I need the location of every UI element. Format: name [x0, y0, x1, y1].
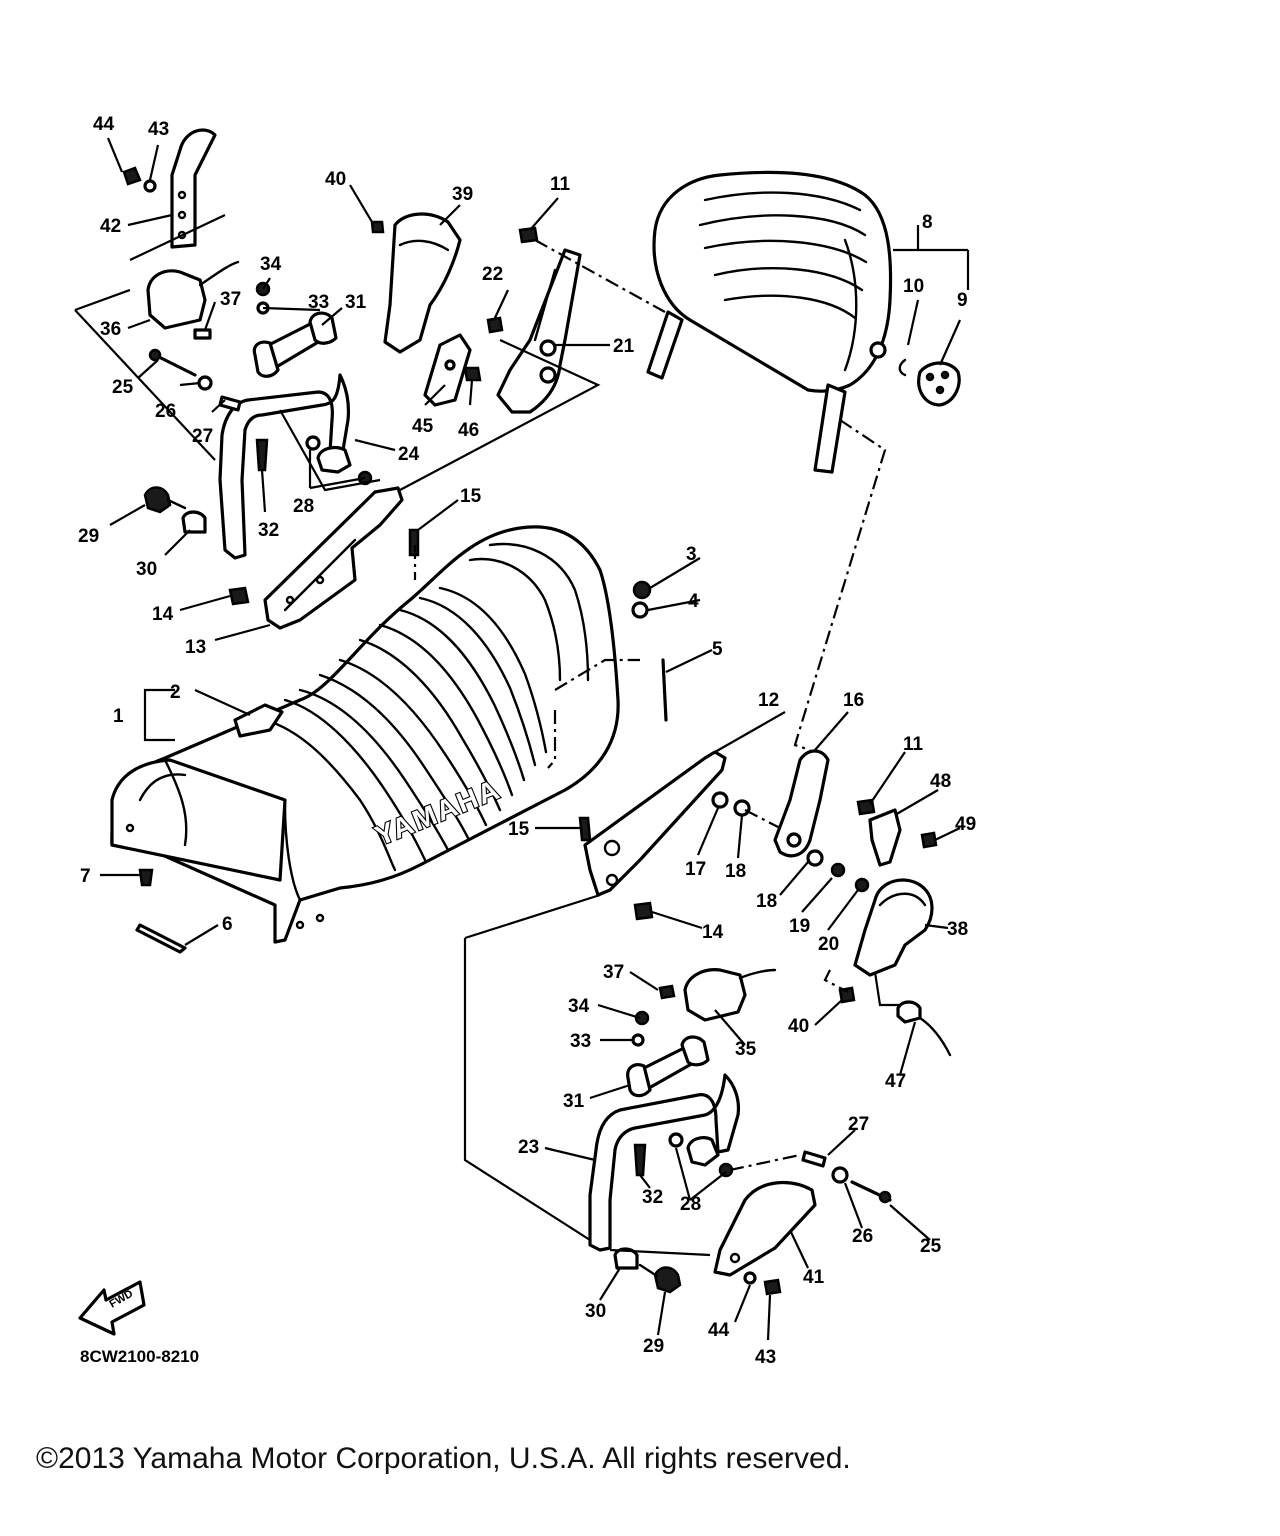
callout-1: 1 [113, 706, 124, 727]
callout-43: 43 [148, 119, 169, 140]
hinge-21 [496, 248, 582, 414]
armrest-24 [218, 373, 352, 560]
diagram-code: 8CW2100-8210 [80, 1347, 199, 1366]
callout-45: 45 [412, 416, 434, 437]
callout-42: 42 [100, 216, 121, 237]
callout-7: 7 [80, 866, 91, 887]
callout-27-right: 27 [848, 1114, 869, 1135]
callout-25-right: 25 [920, 1236, 942, 1257]
callout-20: 20 [818, 934, 839, 955]
callout-3: 3 [686, 544, 697, 565]
callout-44-right: 44 [708, 1320, 730, 1341]
bracket-41 [713, 1181, 817, 1277]
callout-16: 16 [843, 690, 864, 711]
callout-29: 29 [78, 526, 99, 547]
hinge-16 [773, 749, 830, 858]
callout-38: 38 [947, 919, 968, 940]
callout-11: 11 [550, 174, 571, 195]
callout-18: 18 [725, 861, 746, 882]
callout-32: 32 [258, 520, 279, 541]
callout-48: 48 [930, 771, 951, 792]
callout-33-right: 33 [570, 1031, 591, 1052]
damper-31-right [626, 1035, 710, 1098]
callout-31-right: 31 [563, 1091, 585, 1112]
callout-32-right: 32 [642, 1187, 663, 1208]
callout-37-right: 37 [603, 962, 624, 983]
callout-9: 9 [957, 290, 968, 311]
callout-13: 13 [185, 637, 206, 658]
callout-26-right: 26 [852, 1226, 873, 1247]
callout-34-right: 34 [568, 996, 590, 1017]
callout-15-right: 15 [508, 819, 530, 840]
callout-2: 2 [170, 682, 181, 703]
callout-26: 26 [155, 401, 176, 422]
callout-15: 15 [460, 486, 482, 507]
seat-assembly: YAMAHA [110, 525, 640, 944]
callout-23: 23 [518, 1137, 539, 1158]
damper-31 [252, 311, 338, 378]
hinge-cover-38 [853, 878, 934, 977]
assembly-lines [74, 214, 900, 1257]
copyright-notice: ©2013 Yamaha Motor Corporation, U.S.A. A… [36, 1442, 851, 1475]
callout-41: 41 [803, 1267, 825, 1288]
callout-6: 6 [222, 914, 233, 935]
callout-29-right: 29 [643, 1336, 664, 1357]
callout-25: 25 [112, 377, 134, 398]
cap-35 [683, 968, 747, 1022]
fwd-arrow: FWD [78, 1280, 146, 1336]
plate-12 [583, 750, 727, 897]
callout-8: 8 [922, 212, 933, 233]
backrest [646, 170, 893, 474]
callout-10: 10 [903, 276, 924, 297]
bracket-48 [868, 808, 902, 867]
callout-27: 27 [192, 426, 213, 447]
callout-30-right: 30 [585, 1301, 606, 1322]
armrest-23 [588, 1073, 741, 1252]
callout-44: 44 [93, 114, 115, 135]
callout-34: 34 [260, 254, 282, 275]
callout-labels: 44 43 42 40 39 11 8 10 9 34 33 31 37 36 … [78, 114, 976, 1368]
callout-33: 33 [308, 292, 329, 313]
callout-18-lower: 18 [756, 891, 777, 912]
callout-28-right: 28 [680, 1194, 701, 1215]
cap-36 [146, 269, 207, 330]
callout-14-right: 14 [702, 922, 724, 943]
callout-21: 21 [613, 336, 635, 357]
callout-35: 35 [735, 1039, 757, 1060]
callout-24: 24 [398, 444, 420, 465]
callout-36: 36 [100, 319, 121, 340]
callout-43-right: 43 [755, 1347, 776, 1368]
callout-39: 39 [452, 184, 473, 205]
callout-37: 37 [220, 289, 241, 310]
callout-30: 30 [136, 559, 157, 580]
callout-11-right: 11 [903, 734, 924, 755]
knob-9 [917, 361, 961, 407]
hardware [122, 166, 938, 1296]
callout-40: 40 [325, 169, 346, 190]
hinge-cover-39 [383, 212, 462, 354]
leader-lines [100, 137, 970, 1341]
callout-12: 12 [758, 690, 779, 711]
callout-4: 4 [688, 591, 699, 612]
callout-47: 47 [885, 1071, 906, 1092]
callout-49: 49 [955, 814, 976, 835]
callout-19: 19 [789, 916, 810, 937]
callout-5: 5 [712, 639, 723, 660]
callout-14: 14 [152, 604, 174, 625]
callout-40-right: 40 [788, 1016, 809, 1037]
bracket-13 [263, 486, 404, 630]
callout-46: 46 [458, 420, 479, 441]
callout-17: 17 [685, 859, 706, 880]
callout-22: 22 [482, 264, 503, 285]
cable-47 [896, 1000, 922, 1024]
callout-28: 28 [293, 496, 314, 517]
callout-31: 31 [345, 292, 367, 313]
